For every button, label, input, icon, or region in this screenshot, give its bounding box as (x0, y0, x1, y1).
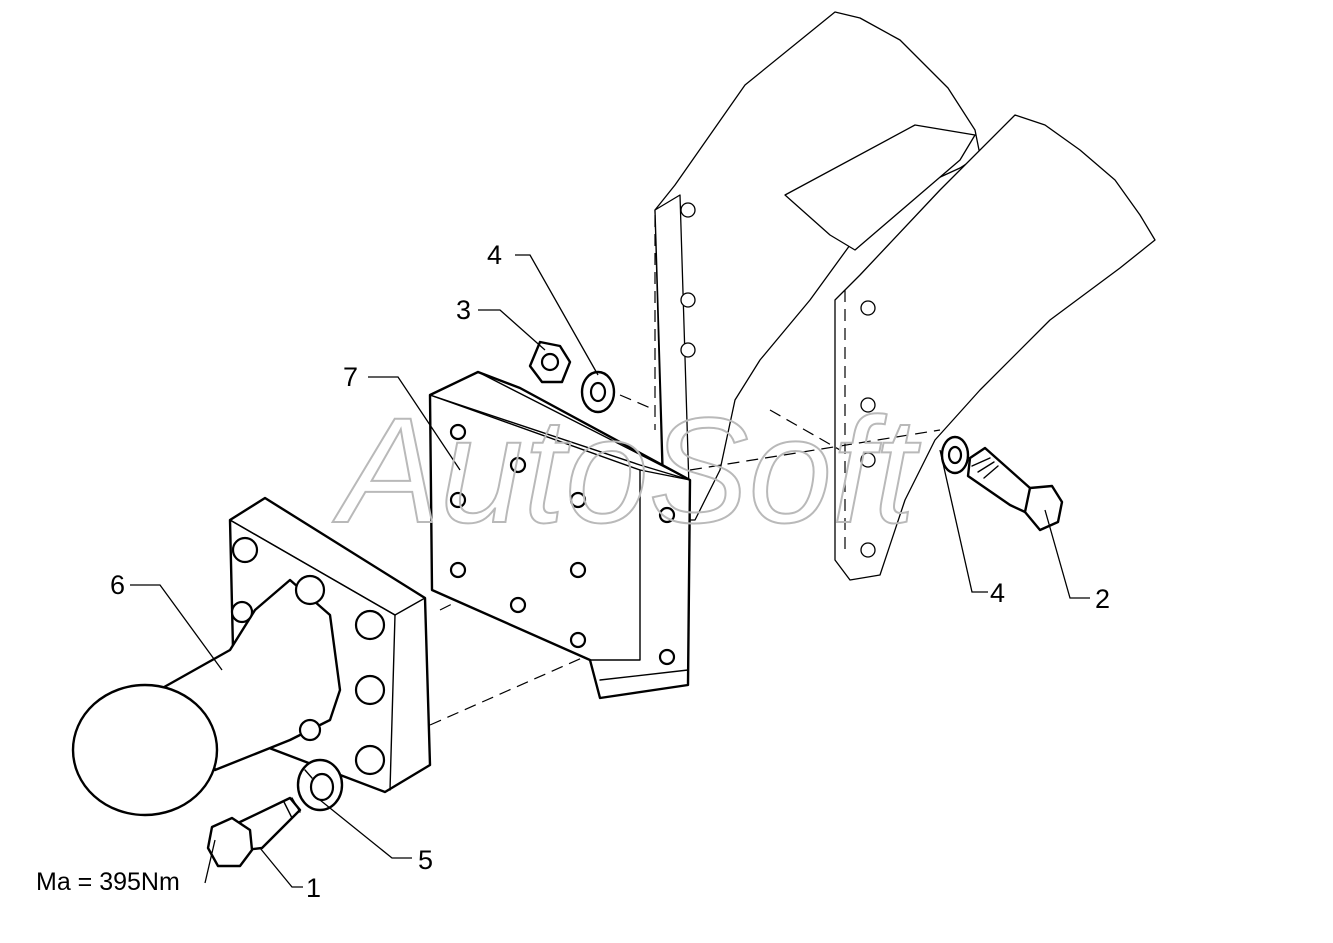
lock-washer (296, 758, 344, 812)
adapter-plate (428, 370, 692, 700)
callout-washer-upper: 4 (487, 240, 502, 270)
callout-nut: 3 (456, 295, 471, 325)
vehicle-frame (654, 11, 1156, 581)
callout-towball: 6 (110, 570, 125, 600)
mounting-axes (429, 215, 941, 726)
hex-nut (528, 340, 572, 384)
washer-lower (940, 435, 970, 475)
watermark-text: AutoSoft (332, 386, 921, 554)
washer-upper (580, 370, 616, 414)
callout-plate: 7 (343, 362, 358, 392)
callout-washer-lower: 4 (990, 578, 1005, 608)
towball-assembly (71, 496, 432, 817)
torque-spec-label: Ma = 395Nm (36, 868, 180, 896)
leader-lines (130, 254, 1090, 888)
callout-lock-washer: 5 (418, 845, 433, 875)
hex-bolt-rear (966, 446, 1064, 532)
callout-bolt-front: 1 (306, 873, 321, 903)
callout-bolt-rear: 2 (1095, 584, 1110, 614)
hex-bolt-front (206, 796, 302, 868)
